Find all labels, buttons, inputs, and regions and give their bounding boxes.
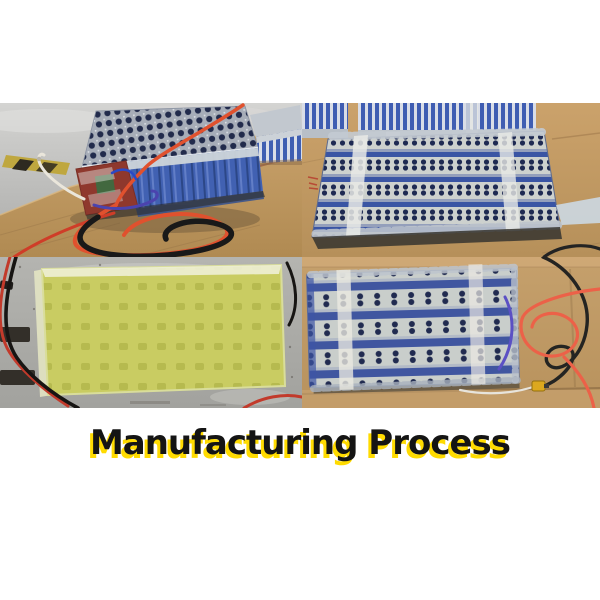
white-wire xyxy=(458,384,538,395)
pack-front-shadow xyxy=(312,227,562,249)
photo-collage xyxy=(0,103,600,408)
main-battery-pack xyxy=(70,105,265,233)
cardboard-top-strip xyxy=(302,257,600,267)
pack-bottom-shadow xyxy=(86,191,265,221)
strap xyxy=(498,132,520,231)
cardboard-lower xyxy=(302,390,600,408)
bench-mark xyxy=(200,404,226,406)
hazard-floor-marking xyxy=(2,155,70,175)
red-stamp xyxy=(307,176,319,190)
photo-pack-nickel-strips-art xyxy=(302,103,600,257)
red-wire xyxy=(12,211,116,257)
strap xyxy=(468,264,486,385)
surface-sheen xyxy=(210,389,290,405)
blue-wire xyxy=(497,295,514,371)
strap xyxy=(336,269,354,390)
black-wire-loop xyxy=(541,257,589,388)
black-wire xyxy=(77,214,235,257)
photo-epoxy-board xyxy=(0,257,302,408)
bms-pcb xyxy=(94,173,116,195)
photo-pack-nickel-strips xyxy=(302,103,600,257)
blue-wire xyxy=(110,168,138,181)
red-wire-bottom xyxy=(242,393,302,408)
wires xyxy=(458,257,600,408)
page-title: Manufacturing Process xyxy=(89,423,511,463)
red-wire xyxy=(0,257,70,408)
pack-left-cells xyxy=(306,273,317,388)
photo-pack-angled xyxy=(0,103,302,257)
photo-epoxy-board-art xyxy=(0,257,302,408)
foreground-pack xyxy=(311,128,563,249)
cardboard-edge xyxy=(551,132,600,140)
board-face xyxy=(40,263,287,397)
strap xyxy=(346,135,368,236)
epoxy-board xyxy=(34,263,287,397)
orange-wire xyxy=(114,103,245,207)
floor-sheen xyxy=(0,109,115,133)
photo-pack-top-view xyxy=(302,257,600,408)
purple-wire xyxy=(92,189,159,210)
black-wire xyxy=(542,244,600,257)
cell-caps-band xyxy=(124,148,259,170)
tape-strip xyxy=(88,189,123,207)
photo-pack-top-view-art xyxy=(302,257,600,408)
black-wire xyxy=(4,257,80,408)
white-wire-tip xyxy=(36,156,42,162)
tape-strip xyxy=(78,167,115,185)
red-wire-tail xyxy=(562,355,596,408)
photo-pack-angled-art xyxy=(0,103,302,257)
right-cell-scallops xyxy=(510,266,519,384)
bench-mark xyxy=(130,401,170,404)
wires xyxy=(12,103,245,257)
blue-paper xyxy=(556,197,600,225)
background-battery-pack xyxy=(250,105,302,165)
battery-pack-top-view xyxy=(306,263,521,394)
title-bar: Manufacturing Process xyxy=(0,423,600,463)
wires xyxy=(0,257,302,408)
xt60-connector xyxy=(531,380,549,392)
black-wire-right xyxy=(285,261,298,327)
red-wire-loop xyxy=(519,287,600,358)
board-top-gloss xyxy=(42,265,281,277)
